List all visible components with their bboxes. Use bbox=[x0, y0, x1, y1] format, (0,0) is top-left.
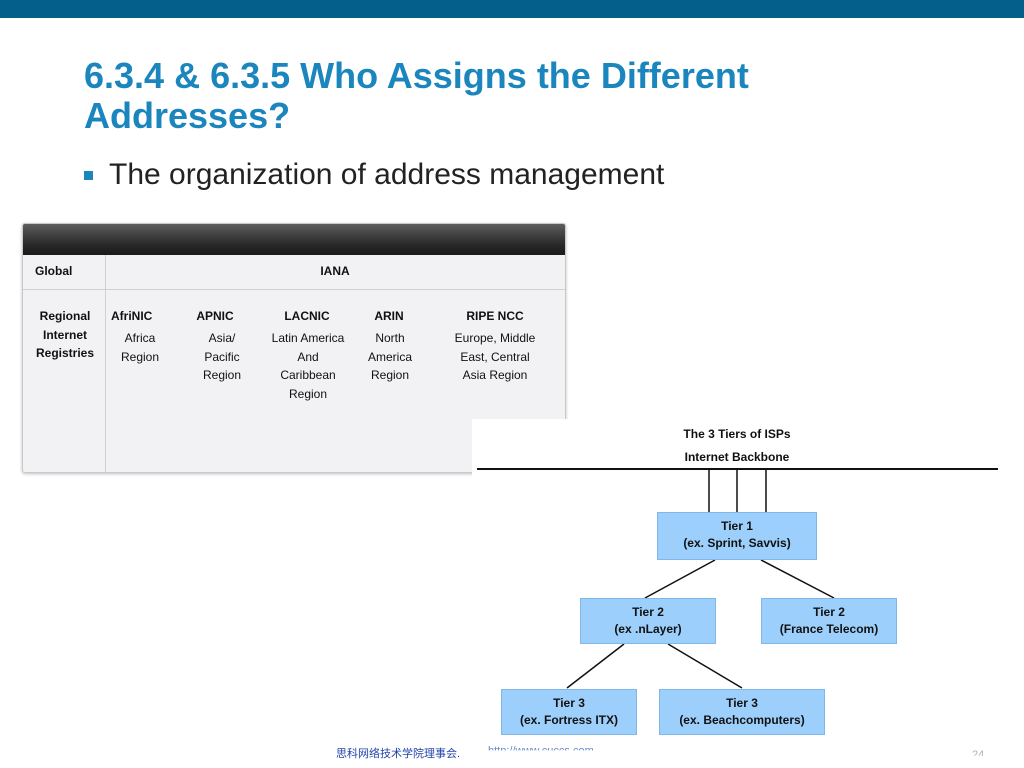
rir-table-global-row bbox=[23, 255, 565, 290]
footer-organization: 思科网络技术学院理事会. bbox=[336, 748, 461, 760]
slide-title: 6.3.4 & 6.3.5 Who Assigns the Different … bbox=[84, 56, 904, 136]
footer-link[interactable]: http://www.cuccs.com bbox=[488, 745, 594, 757]
tier2-france-telecom-name: Tier 2 bbox=[813, 605, 845, 619]
tier1-example: (ex. Sprint, Savvis) bbox=[683, 536, 791, 550]
tier2-nlayer-example: (ex .nLayer) bbox=[614, 622, 682, 636]
top-banner bbox=[0, 0, 1024, 18]
iana-label: IANA bbox=[320, 264, 350, 278]
regional-registries-label: Regional Internet Registries bbox=[35, 309, 95, 360]
rir-table-label-column bbox=[23, 255, 106, 472]
tier2-france-telecom-example: (France Telecom) bbox=[779, 622, 879, 636]
rir-region-apnic: Asia/ Pacific Region bbox=[202, 331, 242, 382]
tier3-beachcomputers-name: Tier 3 bbox=[726, 696, 758, 710]
rir-table: Global IANA Regional Internet Registries… bbox=[22, 223, 566, 473]
tier2-nlayer-name: Tier 2 bbox=[632, 605, 664, 619]
slide-title-line-1: 6.3.4 & 6.3.5 Who Assigns the Different bbox=[84, 55, 749, 96]
rir-region-lacnic: Latin America And Caribbean Region bbox=[271, 331, 345, 401]
link-tier2a-tier3a bbox=[566, 643, 625, 689]
isp-connector-lines bbox=[477, 468, 998, 689]
bullet-item: The organization of address management bbox=[84, 158, 664, 192]
internet-backbone-label: Internet Backbone bbox=[684, 450, 790, 464]
rir-region-arin: North America Region bbox=[367, 331, 412, 382]
tier1-box: Tier 1 (ex. Sprint, Savvis) bbox=[657, 512, 817, 560]
square-bullet-icon bbox=[84, 170, 93, 180]
rir-name-lacnic: LACNIC bbox=[284, 309, 330, 323]
tier3-beachcomputers-example: (ex. Beachcomputers) bbox=[679, 713, 805, 727]
rir-region-afrinic: Africa Region bbox=[120, 331, 160, 364]
rir-name-arin: ARIN bbox=[374, 309, 404, 323]
tier3-box-beachcomputers: Tier 3 (ex. Beachcomputers) bbox=[659, 689, 825, 735]
rir-name-afrinic: AfriNIC bbox=[111, 309, 153, 323]
bullet-text: The organization of address management bbox=[109, 158, 665, 191]
slide-title-line-2: Addresses? bbox=[84, 95, 291, 136]
isp-diagram-title: The 3 Tiers of ISPs bbox=[683, 427, 791, 441]
tier3-fortress-name: Tier 3 bbox=[553, 696, 585, 710]
link-tier2a-tier3b bbox=[667, 643, 743, 689]
tier1-name: Tier 1 bbox=[721, 519, 753, 533]
tier3-box-fortress: Tier 3 (ex. Fortress ITX) bbox=[501, 689, 637, 735]
link-tier1-tier2b bbox=[760, 559, 835, 599]
rir-name-apnic: APNIC bbox=[196, 309, 234, 323]
page-number: 24 bbox=[972, 749, 985, 761]
tier3-fortress-example: (ex. Fortress ITX) bbox=[519, 713, 619, 727]
tier2-box-nlayer: Tier 2 (ex .nLayer) bbox=[580, 598, 716, 644]
rir-table-header-bar bbox=[23, 224, 565, 255]
rir-name-ripe-ncc: RIPE NCC bbox=[466, 309, 524, 323]
isp-tiers-diagram: The 3 Tiers of ISPs Internet Backbone Ti… bbox=[472, 419, 1024, 749]
rir-region-ripe-ncc: Europe, Middle East, Central Asia Region bbox=[454, 331, 536, 382]
global-label: Global bbox=[35, 264, 73, 278]
tier2-box-france-telecom: Tier 2 (France Telecom) bbox=[761, 598, 897, 644]
link-tier1-tier2a bbox=[644, 559, 716, 599]
